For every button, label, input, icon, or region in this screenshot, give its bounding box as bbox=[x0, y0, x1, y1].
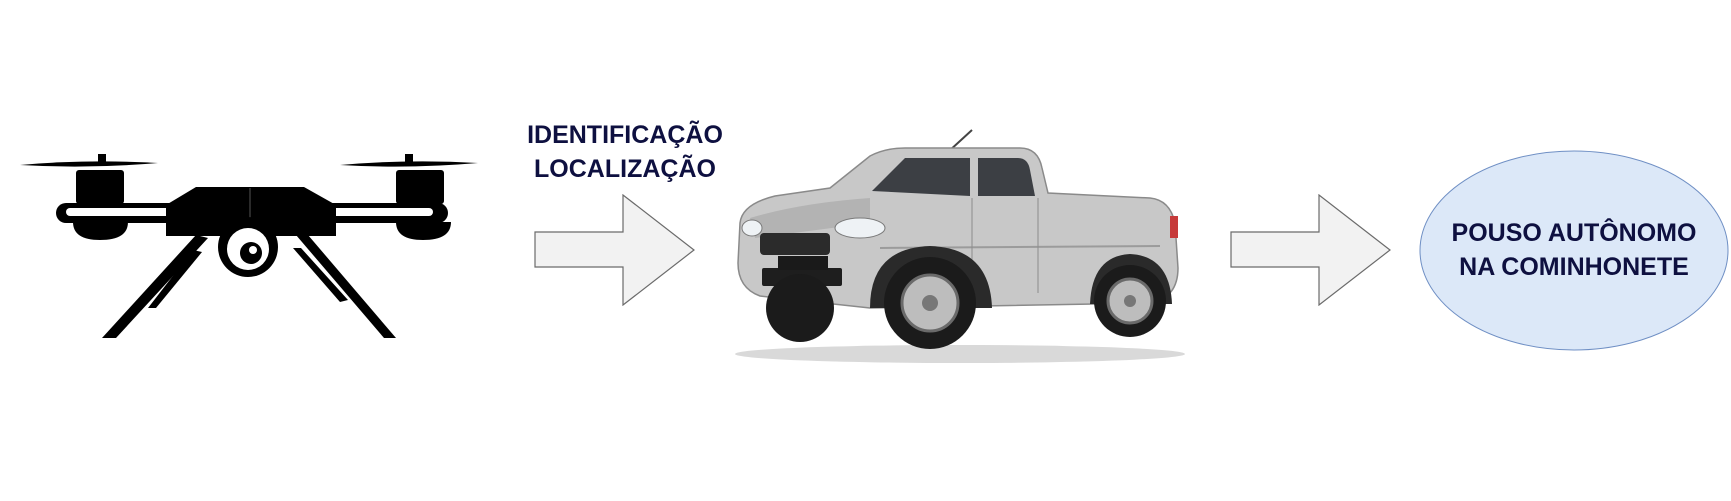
result-line-1: POUSO AUTÔNOMO bbox=[1451, 219, 1697, 247]
result-text: POUSO AUTÔNOMO NA COMINHONETE bbox=[1419, 216, 1729, 284]
right-arrow-1 bbox=[534, 194, 695, 306]
ellipse-shape bbox=[1419, 150, 1729, 351]
step-label-line-2: LOCALIZAÇÃO bbox=[534, 155, 716, 183]
step-label: IDENTIFICAÇÃO LOCALIZAÇÃO bbox=[495, 118, 755, 186]
pickup-truck-image bbox=[735, 129, 1185, 363]
drone-icon bbox=[20, 154, 478, 338]
result-line-2: NA COMINHONETE bbox=[1459, 253, 1689, 281]
right-arrow-2 bbox=[1230, 194, 1391, 306]
step-label-line-1: IDENTIFICAÇÃO bbox=[527, 121, 723, 149]
result-ellipse: POUSO AUTÔNOMO NA COMINHONETE bbox=[1419, 150, 1729, 351]
